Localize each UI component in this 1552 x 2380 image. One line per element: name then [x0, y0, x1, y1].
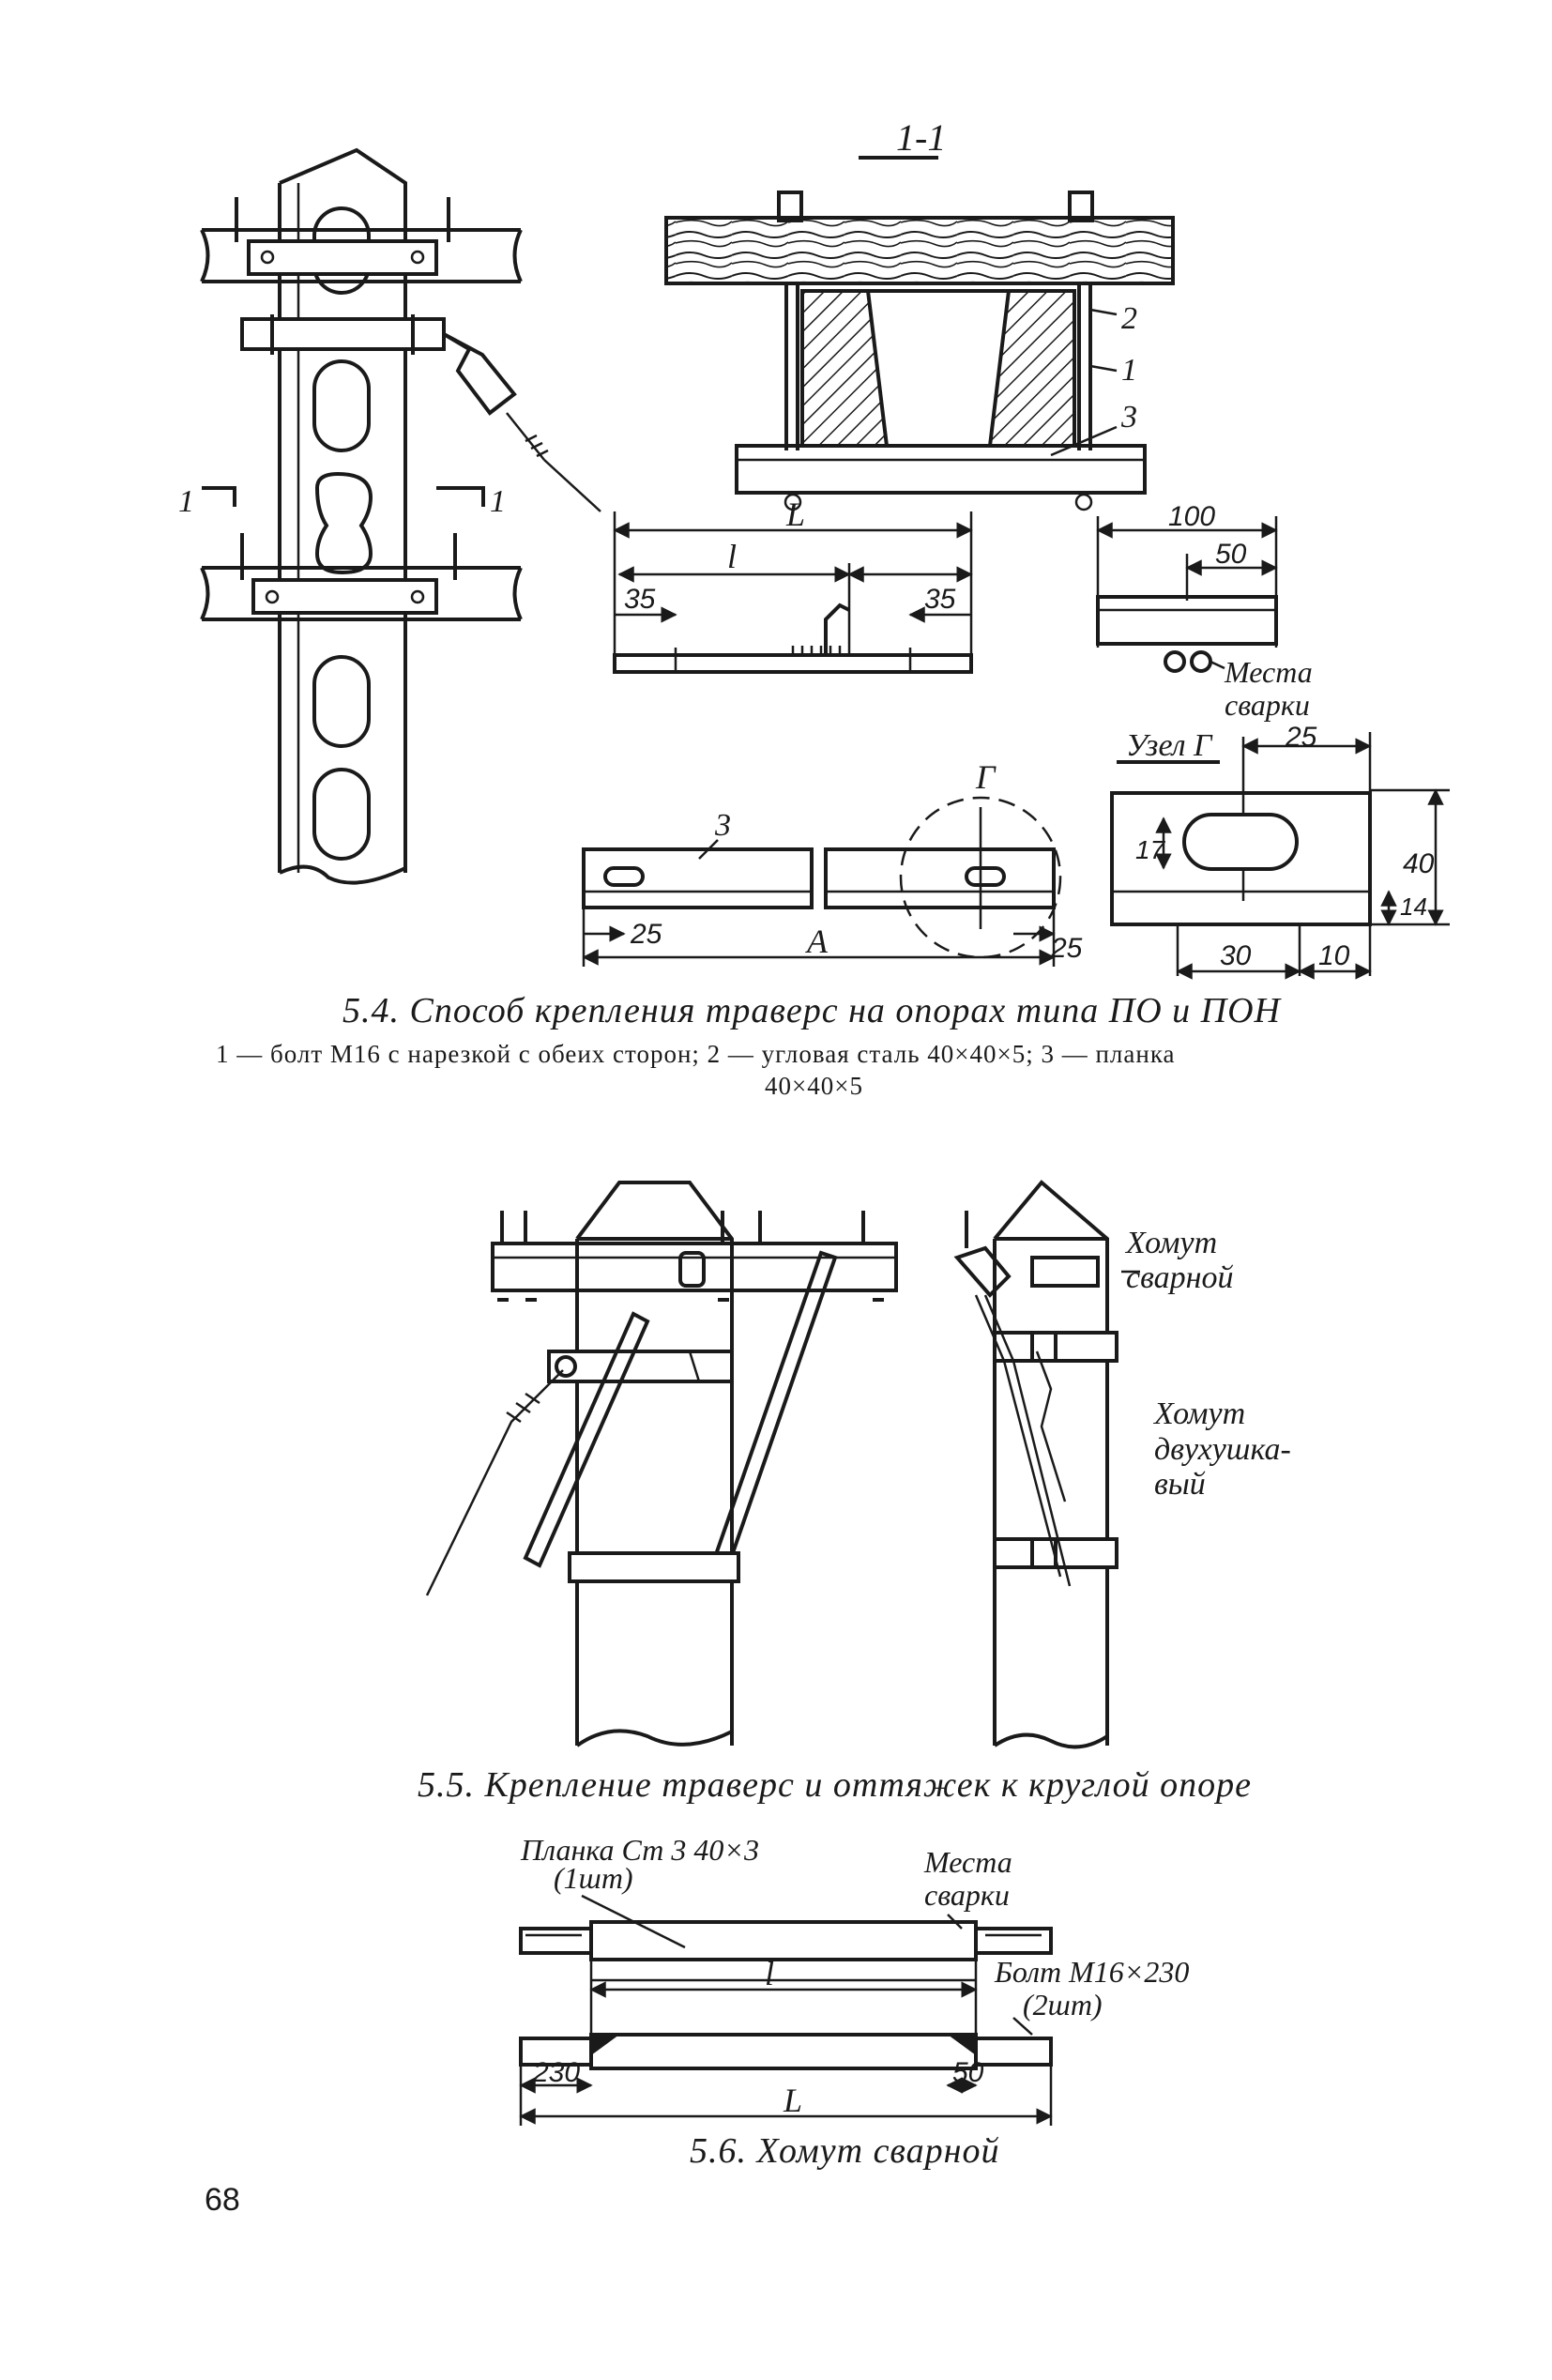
plank-label-line-2: (1шт): [554, 1861, 633, 1895]
figure-5-4-pole-side-view: 1 1: [178, 147, 601, 885]
clamp-welded-line-1: Хомут: [1124, 1226, 1217, 1260]
figure-5-6-welded-clamp: Планка Ст 3 40×3 (1шт) Места сварки l Бо…: [519, 1833, 1189, 2126]
dim-l: l: [727, 538, 737, 575]
plank-label: 3: [714, 808, 731, 843]
plank-circle-label: Г: [975, 758, 997, 796]
node-dim-10: 10: [1318, 940, 1350, 971]
node-dim-17: 17: [1135, 835, 1166, 864]
clamp-double-line-2: двухушка-: [1154, 1432, 1291, 1467]
caption-fig-5-4: 5.4. Способ крепления траверс на опорах …: [342, 991, 1281, 1030]
clamp-double-line-1: Хомут: [1152, 1396, 1245, 1431]
node-dim-14: 14: [1400, 892, 1427, 921]
figure-5-4-node-detail: Узел Г 25 17 40 14 30 10: [1110, 722, 1450, 980]
dim-50-b: 50: [952, 2057, 984, 2088]
figure-5-4-plank-drawing: 3 Г 25 A 25: [582, 758, 1083, 967]
plank-label-line-1: Планка Ст 3 40×3: [520, 1833, 759, 1867]
legend-fig-5-4-line-1: 1 — болт M16 с нарезкой с обеих сторон; …: [216, 1040, 1176, 1068]
weld-label-line-1: Места: [1224, 655, 1313, 689]
plank-dim-25-left: 25: [630, 919, 662, 950]
bolt-label-line-1: Болт M16×230: [994, 1955, 1189, 1989]
plank-dim-25-right: 25: [1050, 933, 1083, 964]
dim-L: L: [785, 496, 805, 533]
dim-L-b: L: [783, 2082, 802, 2119]
dim-35-right: 35: [924, 584, 956, 615]
weld-label-line-2-b: сварки: [924, 1878, 1010, 1912]
figure-5-5-round-pole-front: [425, 1181, 898, 1747]
callout-3: 3: [1120, 400, 1137, 435]
node-dim-30: 30: [1220, 940, 1252, 971]
node-dim-25: 25: [1285, 722, 1317, 753]
cut-label-right: 1: [490, 484, 506, 519]
node-dim-40: 40: [1403, 848, 1435, 879]
caption-fig-5-5: 5.5. Крепление траверс и оттяжек к кругл…: [418, 1765, 1253, 1805]
bolt-label-line-2: (2шт): [1023, 1988, 1103, 2021]
callout-2: 2: [1121, 301, 1137, 336]
weld-label-line-1-b: Места: [923, 1845, 1012, 1879]
dim-230: 230: [532, 2057, 580, 2088]
dim-50: 50: [1215, 539, 1247, 570]
cut-label-left: 1: [178, 484, 194, 519]
callout-1: 1: [1121, 353, 1137, 388]
weld-label-line-2: сварки: [1225, 688, 1310, 722]
plank-dim-A: A: [805, 923, 829, 960]
figure-5-5-round-pole-side: Хомут сварной Хомут двухушка- вый: [953, 1180, 1291, 1749]
figure-5-4-section-1-1: 1-1 2 1 3: [664, 116, 1175, 511]
page-number: 68: [205, 2182, 240, 2218]
dim-35-left: 35: [624, 584, 656, 615]
legend-fig-5-4-line-2: 40×40×5: [765, 1072, 863, 1100]
section-label: 1-1: [896, 116, 946, 159]
caption-fig-5-6: 5.6. Хомут сварной: [690, 2131, 1000, 2171]
node-label: Узел Г: [1126, 728, 1213, 763]
clamp-welded-line-2: сварной: [1126, 1260, 1233, 1295]
figure-5-4-angle-detail: L l 35 35 100 50 Места сварки: [613, 496, 1313, 722]
dim-l-b: l: [765, 1955, 774, 1992]
dim-100: 100: [1168, 501, 1215, 532]
clamp-double-line-3: вый: [1154, 1467, 1206, 1502]
